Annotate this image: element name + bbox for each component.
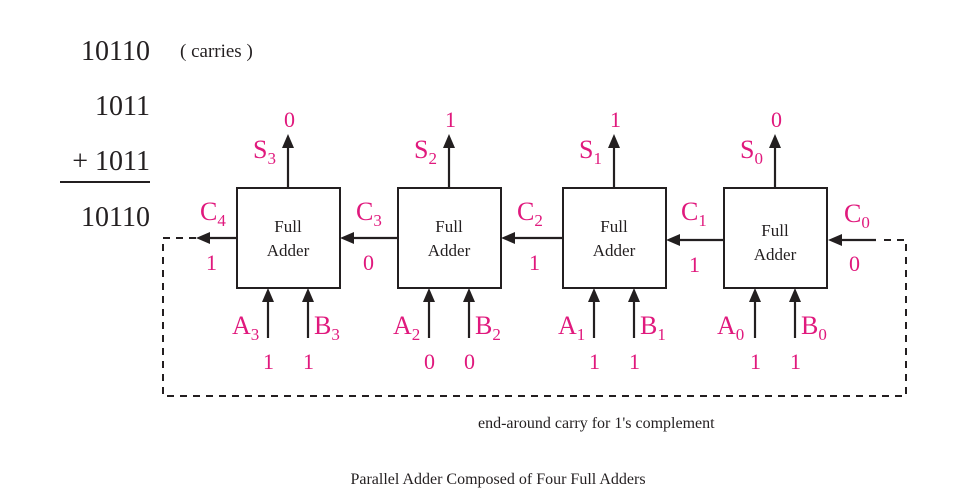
carry-out-label: C3 <box>356 197 382 230</box>
full-adder-label-line1: Full <box>600 217 628 236</box>
carry-out-value: 0 <box>363 250 374 275</box>
sum-value: 0 <box>771 107 782 132</box>
operand-2: + 1011 <box>72 146 150 177</box>
b-input-arrowhead <box>463 288 475 302</box>
sum-label: S2 <box>414 135 437 168</box>
b-input-value: 1 <box>629 349 640 374</box>
full-adder-label-line2: Adder <box>593 241 636 260</box>
result-row: 10110 <box>81 202 150 233</box>
addition-example: 10110 ( carries ) 1011 + 1011 10110 <box>60 36 253 233</box>
b-input-label: B2 <box>475 311 501 344</box>
carry-in-value: 0 <box>849 251 860 276</box>
sum-label: S3 <box>253 135 276 168</box>
figure-caption: Parallel Adder Composed of Four Full Add… <box>350 471 645 488</box>
carry-out-value: 1 <box>689 252 700 277</box>
sum-arrowhead <box>443 134 455 148</box>
b-input-value: 0 <box>464 349 475 374</box>
sum-arrowhead <box>769 134 781 148</box>
carry-out-arrowhead <box>196 232 210 244</box>
carry-out-arrowhead <box>340 232 354 244</box>
carry-out-label: C1 <box>681 197 707 230</box>
sum-value: 1 <box>610 107 621 132</box>
carry-out-label: C4 <box>200 197 226 230</box>
full-adders: Full Adder S3 0 A3 B3 1 1 C4 1 Full Adde… <box>196 107 828 374</box>
full-adder-stage-2: Full Adder S2 1 A2 B2 0 0 C3 0 <box>340 107 502 374</box>
a-input-value: 1 <box>589 349 600 374</box>
b-input-arrowhead <box>302 288 314 302</box>
a-input-value: 1 <box>750 349 761 374</box>
sum-arrowhead <box>282 134 294 148</box>
full-adder-label-line2: Adder <box>267 241 310 260</box>
full-adder-label-line2: Adder <box>754 245 797 264</box>
full-adder-box <box>723 187 828 289</box>
full-adder-stage-3: Full Adder S3 0 A3 B3 1 1 C4 1 <box>196 107 341 374</box>
b-input-label: B3 <box>314 311 340 344</box>
b-input-value: 1 <box>790 349 801 374</box>
full-adder-box <box>397 187 502 289</box>
carries-note: ( carries ) <box>180 41 253 62</box>
b-input-arrowhead <box>789 288 801 302</box>
a-input-arrowhead <box>423 288 435 302</box>
full-adder-label-line1: Full <box>274 217 302 236</box>
end-around-carry-loop <box>162 237 907 397</box>
full-adder-box <box>236 187 341 289</box>
carry-out-arrowhead <box>666 234 680 246</box>
sum-value: 0 <box>284 107 295 132</box>
b-input-label: B0 <box>801 311 827 344</box>
full-adder-label-line1: Full <box>435 217 463 236</box>
full-adder-box <box>562 187 667 289</box>
sum-label: S0 <box>740 135 763 168</box>
a-input-arrowhead <box>588 288 600 302</box>
a-input-arrowhead <box>749 288 761 302</box>
sum-label: S1 <box>579 135 602 168</box>
carry-out-label: C2 <box>517 197 543 230</box>
full-adder-stage-0: Full Adder S0 0 A0 B0 1 1 C1 1 <box>666 107 828 374</box>
carry-out-arrowhead <box>501 232 515 244</box>
carries-row: 10110 <box>81 36 150 67</box>
a-input-label: A0 <box>717 311 744 344</box>
a-input-value: 0 <box>424 349 435 374</box>
full-adder-label-line1: Full <box>761 221 789 240</box>
end-around-carry-label: end-around carry for 1's complement <box>478 415 715 432</box>
full-adder-label-line2: Adder <box>428 241 471 260</box>
b-input-arrowhead <box>628 288 640 302</box>
a-input-value: 1 <box>263 349 274 374</box>
carry-out-value: 1 <box>206 250 217 275</box>
b-input-label: B1 <box>640 311 666 344</box>
a-input-label: A3 <box>232 311 259 344</box>
a-input-arrowhead <box>262 288 274 302</box>
full-adder-stage-1: Full Adder S1 1 A1 B1 1 1 C2 1 <box>501 107 667 374</box>
sum-value: 1 <box>445 107 456 132</box>
a-input-label: A1 <box>558 311 585 344</box>
b-input-value: 1 <box>303 349 314 374</box>
sum-arrowhead <box>608 134 620 148</box>
carry-in: C0 0 <box>828 199 876 276</box>
carry-in-label: C0 <box>844 199 870 232</box>
carry-out-value: 1 <box>529 250 540 275</box>
carry-in-arrowhead <box>828 234 842 246</box>
operand-1: 1011 <box>95 91 150 122</box>
a-input-label: A2 <box>393 311 420 344</box>
